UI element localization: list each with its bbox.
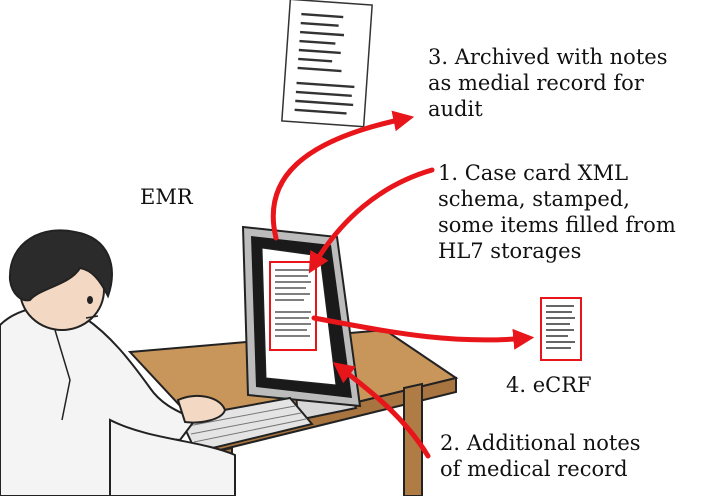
doctor-figure [0,229,236,496]
keyboard [178,396,314,454]
archived-document-icon [281,0,373,128]
ecrf-document-icon [540,297,582,361]
step3-label: 3. Archived with notes as medial record … [428,45,668,121]
arrow-notes [332,362,431,459]
step2-label: 2. Additional notes of medical record [440,431,641,481]
flow-arrows [270,110,535,459]
screen-document-icon [269,261,317,351]
step1-label: 1. Case card XML schema, stamped, some i… [438,161,676,263]
arrow-archive [270,110,415,241]
step4-label: 4. eCRF [506,373,592,397]
arrow-ecrf [311,315,535,350]
arrow-case-card [308,167,435,274]
emr-label: EMR [140,185,193,209]
